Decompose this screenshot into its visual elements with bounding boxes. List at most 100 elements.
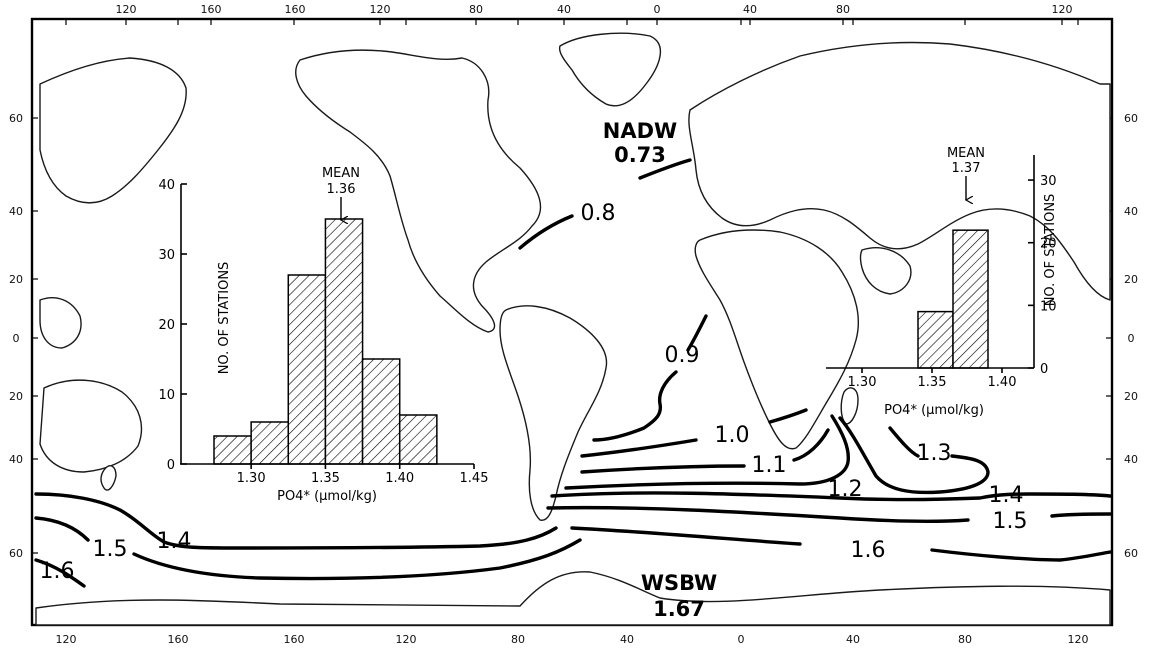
water-mass-value: 0.73 <box>614 143 666 167</box>
histogram-y-tick-label: 40 <box>158 178 175 193</box>
lat-tick-right: 60 <box>1124 112 1138 125</box>
lat-tick-left: 0 <box>13 332 20 345</box>
lat-tick-right: 0 <box>1128 332 1135 345</box>
contour-line-1.5-east <box>546 505 1112 524</box>
histogram-xlabel: PO4* (μmol/kg) <box>277 489 377 504</box>
histogram-x-tick-label: 1.35 <box>918 375 947 390</box>
histogram-y-tick-label: 30 <box>158 248 175 263</box>
lon-tick-bottom: 160 <box>168 633 189 646</box>
lon-tick-top: 0 <box>654 3 661 16</box>
lon-tick-bottom: 120 <box>56 633 77 646</box>
lon-tick-bottom: 0 <box>738 633 745 646</box>
histogram-y-tick-label: 10 <box>1040 299 1057 314</box>
water-mass-name: NADW <box>603 119 677 143</box>
lon-tick-top: 160 <box>285 3 306 16</box>
contour-label: 1.4 <box>989 483 1024 508</box>
histogram-y-tick-label: 30 <box>1040 174 1057 189</box>
greenland <box>558 32 662 107</box>
africa <box>694 229 859 450</box>
lon-tick-bottom: 80 <box>958 633 972 646</box>
contour-line-0.9 <box>592 314 708 442</box>
new-zealand <box>100 465 117 491</box>
lat-tick-right: 40 <box>1124 453 1138 466</box>
lon-tick-bottom: 40 <box>846 633 860 646</box>
australia <box>39 379 143 473</box>
contour-line-1.6-west <box>34 558 86 588</box>
histogram-x-tick-label: 1.30 <box>237 471 266 486</box>
mean-value: 1.36 <box>327 182 356 197</box>
lon-tick-bottom: 80 <box>511 633 525 646</box>
lat-tick-left: 60 <box>9 112 23 125</box>
contour-label: 0.8 <box>581 201 616 226</box>
lat-tick-left: 40 <box>9 205 23 218</box>
contour-line-1.1 <box>580 428 830 474</box>
histogram-bar <box>250 421 290 465</box>
mean-value: 1.37 <box>952 161 981 176</box>
histogram-x-tick-label: 1.40 <box>988 375 1017 390</box>
histogram-bar <box>917 310 954 369</box>
contour-label: 1.6 <box>40 559 75 584</box>
histogram-bar <box>361 358 401 465</box>
histogram-y-tick-label: 10 <box>158 388 175 403</box>
contour-line-0.8-upper <box>638 158 692 180</box>
contour-label: 1.3 <box>917 441 952 466</box>
contour-label: 1.6 <box>851 538 886 563</box>
contour-line-1.5-west <box>34 516 582 581</box>
madagascar <box>840 387 859 425</box>
water-mass-nadw: NADW 0.73 <box>603 119 677 167</box>
histogram-ylabel: NO. OF STATIONS <box>1043 194 1058 307</box>
contour-line-1.2 <box>564 414 850 490</box>
histogram-xlabel: PO4* (μmol/kg) <box>884 403 984 418</box>
lat-tick-right: 20 <box>1124 273 1138 286</box>
lat-ticks-left: 60 40 20 0 20 40 60 <box>9 112 23 560</box>
contour-label: 1.5 <box>93 537 128 562</box>
histogram-bar <box>213 435 252 465</box>
lon-ticks-top: 120 160 160 120 80 40 0 40 80 120 <box>116 3 1073 16</box>
east-asia-left <box>39 57 187 204</box>
contour-line-1.4-east <box>550 491 1112 502</box>
contour-labels: 0.8 0.9 1.0 1.1 1.2 1.3 1.4 1.5 1.6 1.4 … <box>40 201 1028 584</box>
contour-line-0.8-lower <box>518 214 574 250</box>
contour-label: 1.5 <box>993 509 1028 534</box>
lon-tick-top: 80 <box>469 3 483 16</box>
mean-label: MEAN <box>947 146 985 161</box>
north-america <box>295 49 542 333</box>
histogram-ylabel: NO. OF STATIONS <box>217 262 232 375</box>
lon-ticks-bottom: 120 160 160 120 80 40 0 40 80 120 <box>56 633 1089 646</box>
lat-tick-left: 20 <box>9 273 23 286</box>
histogram-y-tick-label: 20 <box>158 318 175 333</box>
southeast-asia-left <box>39 297 82 349</box>
water-mass-value: 1.67 <box>653 597 705 621</box>
histogram-x-tick-label: 1.40 <box>385 471 414 486</box>
water-mass-wsbw: WSBW 1.67 <box>641 571 717 621</box>
contour-line-1.3 <box>838 416 990 495</box>
contour-label: 0.9 <box>665 343 700 368</box>
mean-label: MEAN <box>322 166 360 181</box>
water-mass-name: WSBW <box>641 571 717 595</box>
lat-tick-right: 60 <box>1124 547 1138 560</box>
lon-tick-bottom: 40 <box>620 633 634 646</box>
histogram-bar <box>324 218 364 465</box>
lat-tick-left: 20 <box>9 390 23 403</box>
lon-tick-top: 40 <box>557 3 571 16</box>
lon-tick-bottom: 160 <box>284 633 305 646</box>
contour-line-1.0 <box>580 408 808 458</box>
lon-tick-top: 40 <box>743 3 757 16</box>
south-america <box>499 305 608 521</box>
contour-label: 1.0 <box>715 423 750 448</box>
histogram-x-tick-label: 1.30 <box>848 375 877 390</box>
histogram-y-tick-label: 0 <box>167 458 175 473</box>
antarctica <box>35 571 1111 626</box>
contour-label: 1.2 <box>828 477 863 502</box>
histogram-x-tick-label: 1.35 <box>311 471 340 486</box>
histogram-y-tick-label: 0 <box>1040 362 1048 377</box>
contour-lines <box>34 158 1112 588</box>
lat-tick-left: 40 <box>9 453 23 466</box>
histogram-bar <box>952 229 989 369</box>
lon-tick-top: 120 <box>370 3 391 16</box>
histogram-bar <box>287 274 327 465</box>
lat-ticks-right: 60 40 20 0 20 40 60 <box>1124 112 1138 560</box>
